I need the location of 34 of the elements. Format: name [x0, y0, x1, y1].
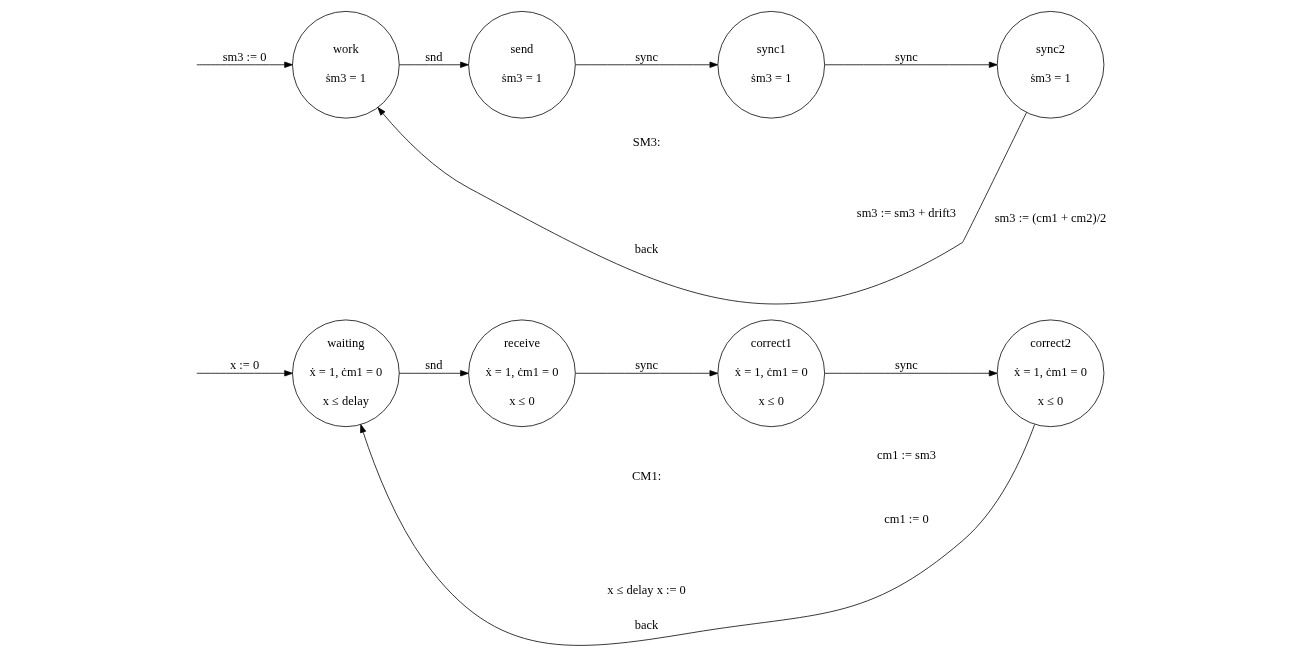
arrow — [377, 107, 1027, 304]
arrow — [575, 370, 719, 377]
edge-label: sync — [895, 358, 918, 373]
node-circle: sync2 ṡm3 = 1 — [996, 11, 1105, 119]
arrow — [196, 370, 293, 377]
label: x ≤ delay x := 0 — [607, 582, 686, 597]
edge-label: x := 0 — [230, 358, 260, 373]
arrow — [575, 61, 719, 68]
label: cm1 := 0 — [884, 511, 929, 526]
arrow — [398, 370, 469, 377]
arrow — [398, 61, 469, 68]
node-circle: send ṡm3 = 1 — [468, 11, 576, 119]
label: CM1: — [632, 468, 662, 483]
node-circle: correct2 ẋ = 1, ċm1 = 0 x ≤ 0 — [996, 319, 1105, 428]
edge-label: snd — [425, 358, 443, 373]
label: sm3 := (cm1 + cm2)/2 — [994, 210, 1107, 225]
edge-label: sync — [635, 358, 659, 373]
node-circle: sync1 ṡm3 = 1 — [717, 11, 825, 119]
node-circle: waiting ẋ = 1, ċm1 = 0 x ≤ delay — [292, 319, 400, 428]
edge-label: back — [634, 242, 659, 257]
label: SM3: — [632, 134, 661, 149]
node-circle: correct1 ẋ = 1, ċm1 = 0 x ≤ 0 — [717, 319, 825, 428]
label: sm3 := sm3 + drift3 — [856, 206, 956, 221]
edge-label: back — [634, 617, 659, 632]
arrow — [824, 61, 998, 68]
arrow — [360, 424, 1035, 646]
arrow — [824, 370, 998, 377]
label: cm1 := sm3 — [876, 447, 936, 462]
edge-label: sm3 := 0 — [222, 49, 267, 64]
edge-label: sync — [895, 49, 918, 64]
edge-label: sync — [635, 49, 659, 64]
arrow — [196, 61, 293, 68]
edge-label: snd — [425, 49, 443, 64]
node-circle: receive ẋ = 1, ċm1 = 0 x ≤ 0 — [468, 319, 576, 428]
